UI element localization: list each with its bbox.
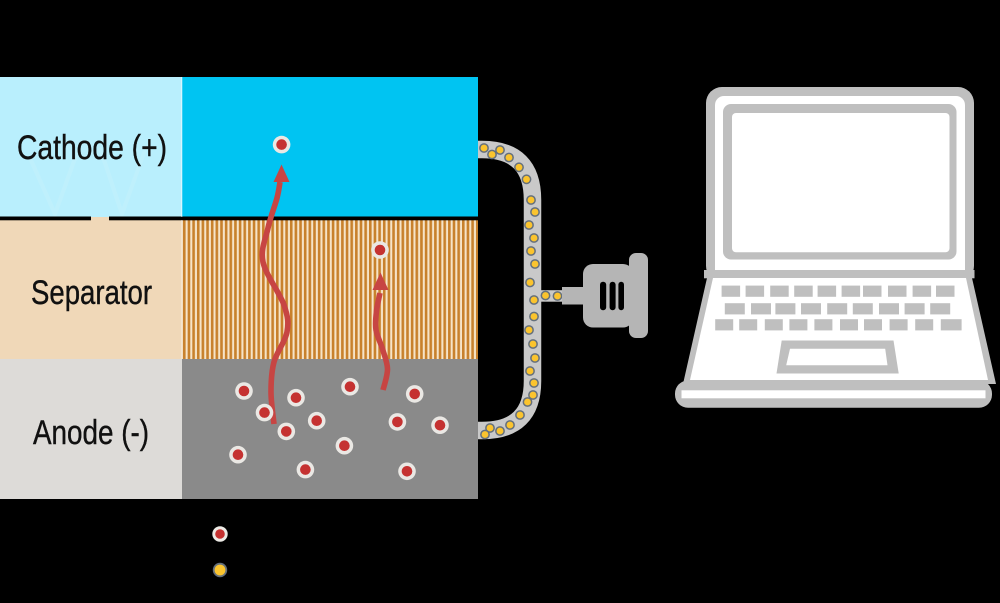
svg-text:Cathode (+): Cathode (+) — [17, 129, 167, 167]
svg-text:Anode (-): Anode (-) — [33, 414, 149, 452]
svg-text:Separator: Separator — [31, 274, 152, 312]
